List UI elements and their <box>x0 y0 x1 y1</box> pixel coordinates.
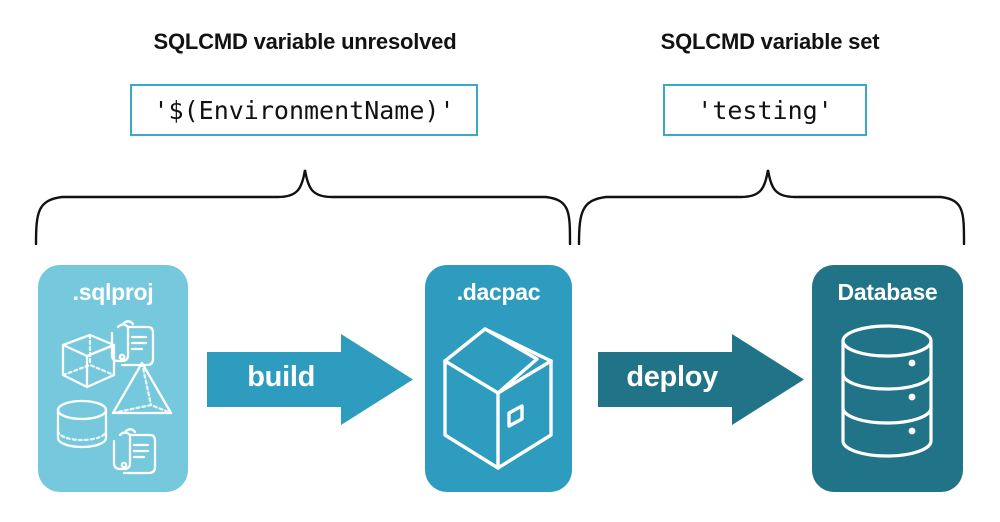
code-box-testing: 'testing' <box>663 84 867 136</box>
arrow-deploy: deploy <box>598 331 804 428</box>
cylinder-icon <box>56 399 108 449</box>
scroll-icon <box>110 320 155 367</box>
brace-group <box>34 169 966 245</box>
stage-label-database: Database <box>837 279 938 305</box>
sqlproj-artwork <box>56 320 173 475</box>
heading-sqlcmd-variable-unresolved: SQLCMD variable unresolved <box>153 29 457 54</box>
left-brace-icon <box>34 169 572 245</box>
arrow-build: build <box>207 331 413 428</box>
stage-box-dacpac: .dacpac <box>425 265 572 492</box>
database-artwork <box>841 324 933 458</box>
stage-label-dacpac: .dacpac <box>456 279 541 305</box>
dacpac-artwork <box>443 327 553 470</box>
stage-label-sqlproj: .sqlproj <box>72 279 154 305</box>
pyramid-icon <box>111 361 173 415</box>
stage-box-sqlproj: .sqlproj <box>38 265 188 492</box>
stage-box-database: Database <box>812 265 963 492</box>
cube-icon <box>61 333 116 389</box>
arrow-build-shape <box>207 334 413 425</box>
heading-sqlcmd-variable-set: SQLCMD variable set <box>660 29 880 54</box>
right-brace-icon <box>577 169 966 245</box>
code-box-environment-name: '$(EnvironmentName)' <box>130 84 478 136</box>
arrow-deploy-shape <box>598 334 804 425</box>
database-cylinder-icon <box>841 324 933 458</box>
scroll-icon <box>112 428 157 475</box>
package-box-icon <box>443 327 553 470</box>
